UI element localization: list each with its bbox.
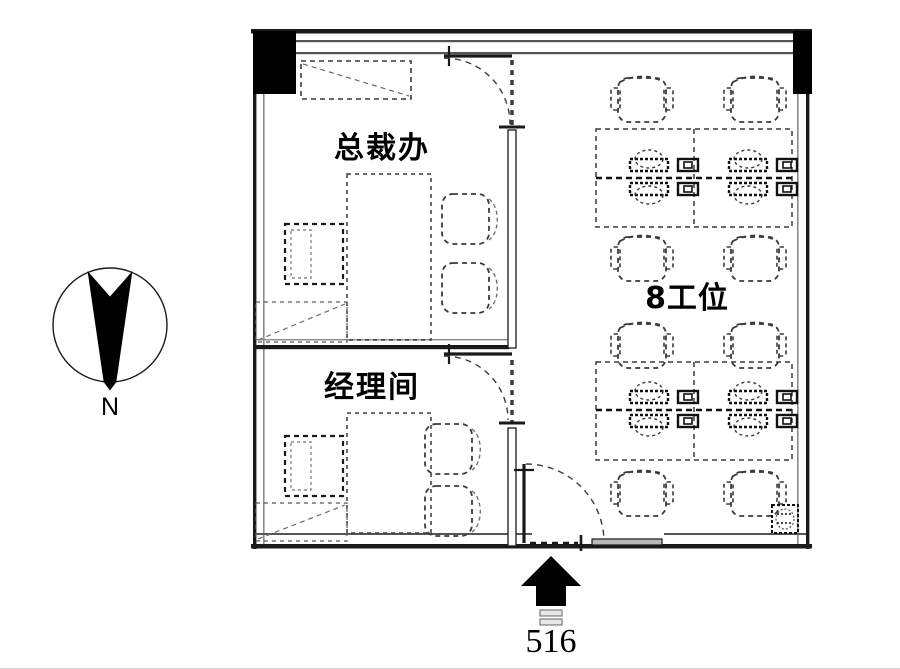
workstation-cluster-lower — [595, 321, 799, 517]
executive-desk — [346, 173, 432, 341]
room-label-manager-room: 经理间 — [324, 370, 420, 405]
wall-right-inner — [797, 94, 799, 544]
credenza-drawer — [290, 441, 312, 491]
wall-bottom-inner-left — [256, 533, 532, 535]
chair-seat — [441, 193, 490, 245]
room-label-open-workspace: 8工位 — [645, 281, 729, 316]
wall-top-outer — [251, 29, 812, 34]
compass-rose: N — [52, 267, 168, 421]
entrance-glazed-panel — [591, 538, 663, 546]
credenza-drawer — [290, 229, 312, 279]
outer-walls — [251, 29, 812, 549]
wall-left-outer — [253, 94, 257, 549]
chair-back — [488, 198, 498, 241]
visitor-chair — [441, 193, 498, 245]
workstation-cluster-upper — [595, 75, 799, 282]
door-main-entrance — [514, 463, 605, 543]
chair-back — [471, 490, 481, 533]
doors — [443, 46, 663, 551]
wall-bottom-inner-right — [664, 533, 806, 535]
wall-right-outer — [806, 94, 810, 549]
compass-north-label: N — [101, 393, 119, 421]
overhead-cabinet — [300, 60, 412, 100]
door-president-office — [443, 46, 512, 125]
wall-bottom-outer — [251, 544, 812, 549]
partition-vertical-upper — [507, 129, 517, 349]
furniture-president-office: 总裁办 — [255, 60, 498, 343]
unit-number-label: 516 — [526, 623, 577, 660]
partition-between-offices — [256, 345, 509, 350]
visitor-chair — [424, 485, 481, 537]
side-credenza — [283, 222, 345, 286]
chair-seat — [424, 485, 473, 537]
visitor-chair — [441, 262, 498, 314]
entrance-arrow-icon — [521, 556, 581, 606]
entrance-step-bar — [539, 618, 563, 626]
wall-top-inner-a — [296, 40, 812, 43]
door-swing-arc — [443, 57, 511, 125]
room-label-president-office: 总裁办 — [334, 131, 430, 166]
wall-left-inner — [263, 94, 265, 544]
side-credenza — [283, 434, 345, 498]
chair-seat — [441, 262, 490, 314]
structural-column-top-right — [793, 31, 812, 94]
partition-vertical-lower — [507, 427, 517, 547]
cabinet-outline — [771, 504, 799, 534]
entrance-step-bar — [539, 609, 563, 617]
wall-top-inner-b — [296, 52, 812, 55]
chair-back — [488, 267, 498, 310]
low-cabinet-diagonal — [257, 504, 346, 540]
chair-seat — [424, 423, 473, 475]
corner-equipment-cabinet — [771, 504, 799, 534]
door-manager-room — [443, 344, 512, 421]
furniture-manager-room: 经理间 — [255, 370, 481, 542]
compass-needle-icon — [87, 271, 133, 391]
door-swing-arc — [443, 355, 509, 421]
entrance-marker: 516 — [521, 556, 581, 660]
visitor-chair — [424, 423, 481, 475]
overhead-cabinet-diagonal — [302, 63, 410, 97]
chair-back — [471, 428, 481, 471]
cabinet-detail — [775, 508, 795, 530]
low-cabinet — [255, 301, 348, 343]
low-cabinet-diagonal — [257, 303, 346, 341]
door-swing-arc — [525, 463, 605, 543]
structural-column-top-left — [253, 31, 296, 94]
